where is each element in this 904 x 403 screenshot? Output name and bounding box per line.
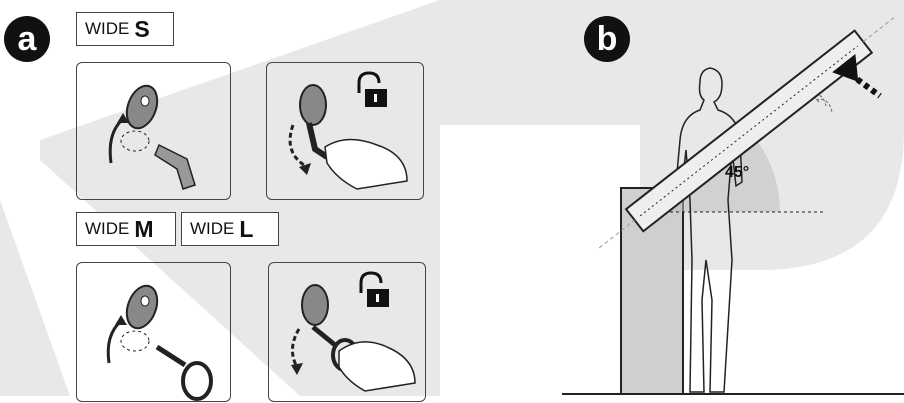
wide-l-label: WIDE L: [181, 212, 279, 246]
key-turn-illustration: [288, 71, 408, 190]
key-insert-illustration: [108, 84, 196, 190]
section-b-badge: b: [584, 16, 630, 62]
section-b-letter: b: [596, 20, 618, 58]
wide-s-label: WIDE S: [76, 12, 174, 46]
key-insert-ml-illustration: [106, 284, 213, 401]
barrier-boom: [598, 16, 896, 249]
wide-ml-unlock-panel: [268, 262, 426, 402]
wide-l-prefix: WIDE: [190, 219, 235, 238]
key-turn-ml-illustration: [291, 271, 416, 392]
angle-label: 45°: [725, 164, 750, 181]
wide-m-size: M: [134, 215, 154, 242]
wide-s-prefix: WIDE: [85, 19, 130, 38]
wide-m-label: WIDE M: [76, 212, 176, 246]
wide-s-size: S: [134, 15, 150, 42]
wide-s-key-panel: [76, 62, 231, 200]
wide-m-prefix: WIDE: [85, 219, 130, 238]
wide-ml-key-panel: [76, 262, 231, 402]
section-a-letter: a: [17, 20, 37, 58]
person-figure: [675, 67, 743, 393]
push-arrow: [832, 53, 882, 99]
section-a-badge: a: [4, 16, 50, 62]
wide-s-unlock-panel: [266, 62, 424, 200]
wide-l-size: L: [239, 215, 254, 242]
